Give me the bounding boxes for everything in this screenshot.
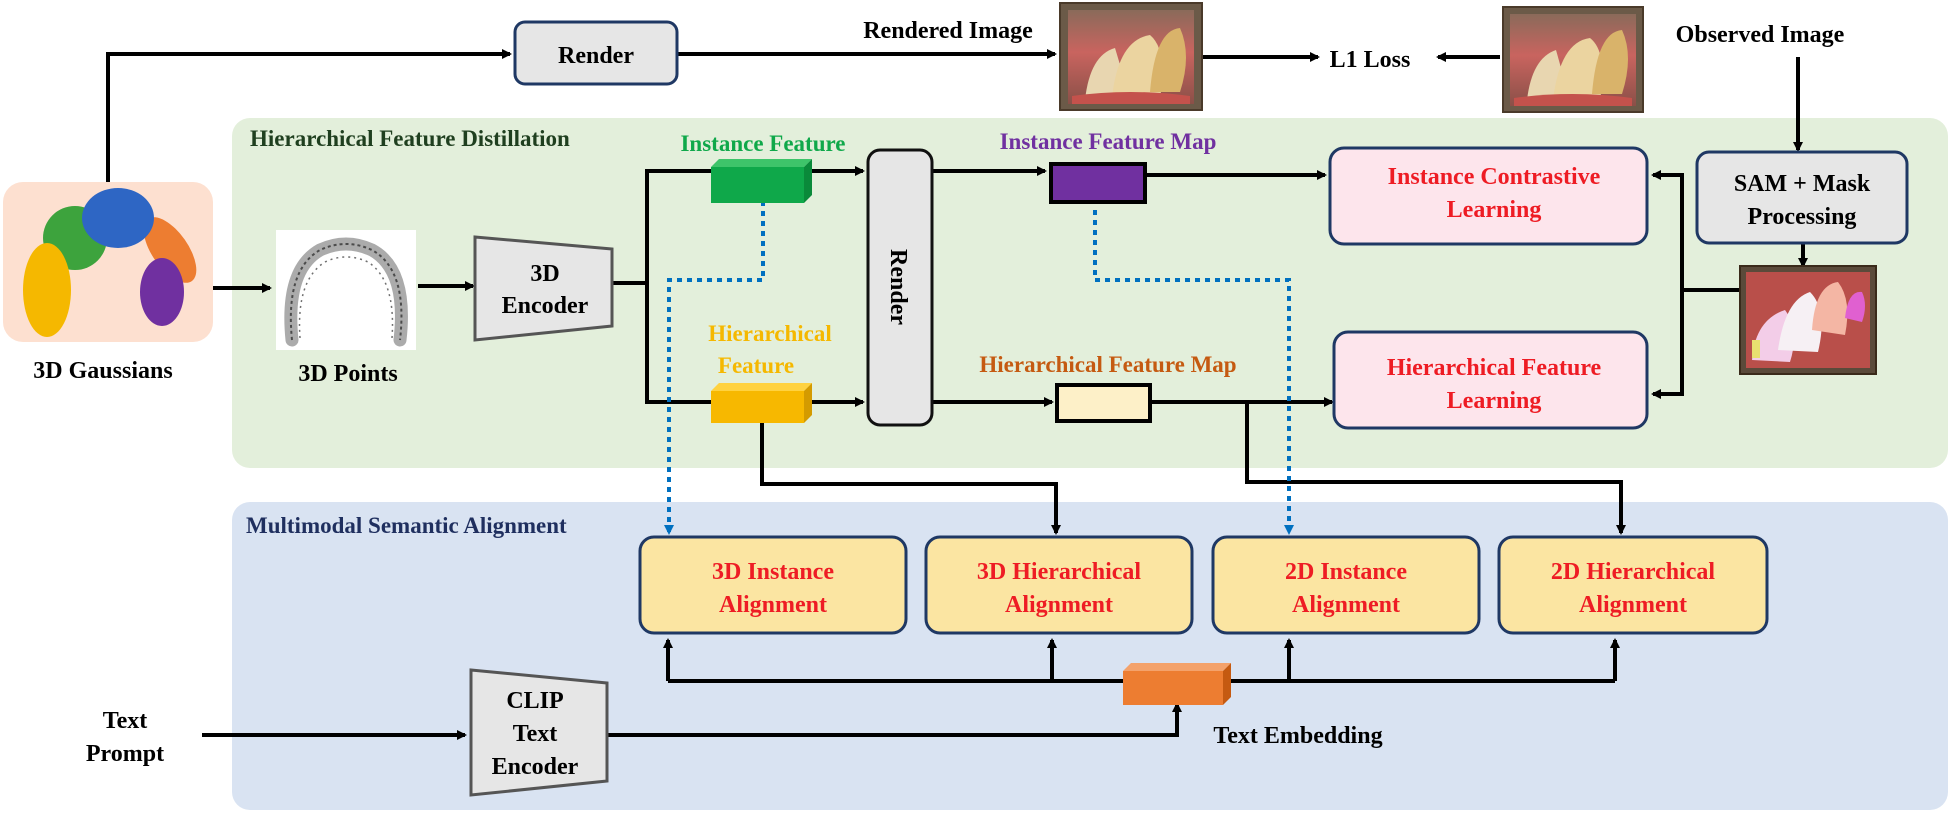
instance-feature-map-label: Instance Feature Map bbox=[1000, 129, 1217, 154]
clip-text-encoder: CLIP Text Encoder bbox=[469, 668, 609, 797]
align-2d-hier-line2: Alignment bbox=[1579, 592, 1687, 618]
encoder-to-hier-feature bbox=[645, 283, 711, 404]
instance-feature-label: Instance Feature bbox=[680, 131, 845, 156]
align-3d-hier-line2: Alignment bbox=[1005, 592, 1113, 618]
hier-feature-block bbox=[711, 383, 812, 423]
text-prompt-line1: Text bbox=[103, 708, 147, 734]
sam-label-line1: SAM + Mask bbox=[1734, 171, 1871, 197]
instance-feature-block bbox=[711, 159, 812, 203]
points-figure bbox=[276, 230, 416, 350]
align-3d-instance-line2: Alignment bbox=[719, 592, 827, 618]
hier-feature-learning-box: Hierarchical Feature Learning bbox=[1332, 330, 1649, 430]
render-vertical-label: Render bbox=[885, 249, 911, 325]
clip-label-line1: CLIP bbox=[506, 688, 563, 714]
clip-to-embedding-arrow bbox=[607, 702, 1182, 737]
render-top-label: Render bbox=[558, 43, 634, 69]
clip-label-line3: Encoder bbox=[492, 754, 579, 780]
render-box-vertical: Render bbox=[866, 148, 934, 427]
rendered-image bbox=[1059, 2, 1203, 111]
connectors bbox=[106, 49, 1808, 740]
gaussians-to-render-arrow bbox=[106, 49, 512, 182]
instance-feature-map-block bbox=[1049, 162, 1147, 204]
dotted-connectors bbox=[664, 201, 1294, 535]
instance-map-to-2d-instance-align-dotted bbox=[1093, 210, 1294, 535]
icl-label-line2: Learning bbox=[1447, 197, 1542, 223]
mask-to-icl-arrow bbox=[1651, 170, 1684, 290]
distillation-title: Hierarchical Feature Distillation bbox=[250, 126, 570, 151]
hfl-label-line2: Learning bbox=[1447, 388, 1542, 414]
encoder-to-instance-feature bbox=[645, 169, 711, 283]
align-2d-instance-line1: 2D Instance bbox=[1285, 559, 1407, 585]
align-3d-hier-line1: 3D Hierarchical bbox=[977, 559, 1142, 585]
instance-contrastive-learning-box: Instance Contrastive Learning bbox=[1328, 146, 1649, 246]
l1-loss-label: L1 Loss bbox=[1330, 47, 1411, 73]
gaussians-label: 3D Gaussians bbox=[33, 358, 172, 384]
align-3d-instance-box: 3D Instance Alignment bbox=[638, 535, 908, 635]
observed-image bbox=[1502, 6, 1644, 113]
align-2d-hier-line1: 2D Hierarchical bbox=[1551, 559, 1716, 585]
hier-feature-to-3d-hier-align-arrow bbox=[760, 420, 1061, 535]
text-prompt-line2: Prompt bbox=[86, 741, 164, 767]
hier-feature-map-block bbox=[1055, 383, 1152, 423]
alignment-title: Multimodal Semantic Alignment bbox=[246, 513, 567, 538]
sam-label-line2: Processing bbox=[1748, 204, 1857, 230]
gaussians-figure bbox=[3, 182, 213, 342]
hier-feature-label-line2: Feature bbox=[718, 353, 794, 378]
align-2d-instance-box: 2D Instance Alignment bbox=[1211, 535, 1481, 635]
mask-image bbox=[1739, 265, 1877, 375]
points-label: 3D Points bbox=[298, 361, 397, 387]
encoder-3d: 3D Encoder bbox=[473, 235, 614, 342]
hier-map-to-2d-hier-align-arrow bbox=[1245, 402, 1626, 535]
hier-feature-map-label: Hierarchical Feature Map bbox=[979, 352, 1236, 377]
mask-to-hfl-arrow bbox=[1651, 290, 1684, 399]
hfl-label-line1: Hierarchical Feature bbox=[1387, 355, 1602, 381]
text-embedding-label: Text Embedding bbox=[1213, 723, 1382, 749]
icl-label-line1: Instance Contrastive bbox=[1388, 164, 1601, 190]
sam-mask-processing-box: SAM + Mask Processing bbox=[1695, 150, 1909, 245]
rendered-image-label: Rendered Image bbox=[863, 18, 1033, 44]
clip-label-line2: Text bbox=[513, 721, 557, 747]
align-2d-instance-line2: Alignment bbox=[1292, 592, 1400, 618]
render-box-top: Render bbox=[513, 20, 679, 86]
encoder-label-line1: 3D bbox=[530, 261, 559, 287]
align-3d-hier-box: 3D Hierarchical Alignment bbox=[924, 535, 1194, 635]
encoder-label-line2: Encoder bbox=[502, 293, 589, 319]
align-3d-instance-line1: 3D Instance bbox=[712, 559, 834, 585]
text-embedding-block bbox=[1123, 663, 1231, 705]
hier-feature-label-line1: Hierarchical bbox=[708, 321, 831, 346]
align-2d-hier-box: 2D Hierarchical Alignment bbox=[1497, 535, 1769, 635]
observed-image-label: Observed Image bbox=[1676, 22, 1845, 48]
